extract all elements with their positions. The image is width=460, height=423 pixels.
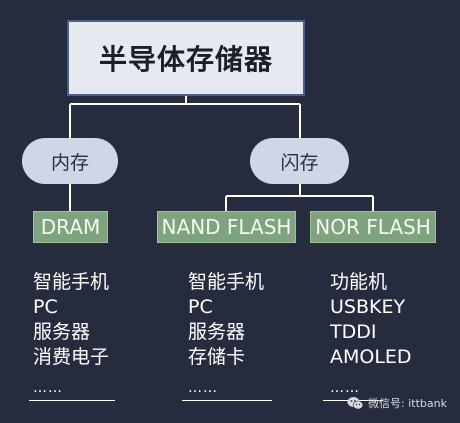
- list-item: AMOLED: [330, 346, 412, 368]
- list-item: USBKEY: [330, 296, 406, 318]
- leaf-label: NOR FLASH: [315, 215, 431, 239]
- branch-node-shancun: 闪存: [250, 138, 349, 184]
- leaf-node-nand-flash: NAND FLASH: [157, 211, 296, 243]
- more-ellipsis: ……: [330, 380, 360, 396]
- root-node: 半导体存储器: [67, 20, 305, 96]
- leaf-label: NAND FLASH: [161, 215, 292, 239]
- wechat-icon: [347, 396, 364, 411]
- branch-node-neicun: 内存: [22, 138, 118, 184]
- watermark: 微信号: ittbank: [347, 395, 447, 411]
- list-item: 智能手机: [188, 271, 265, 293]
- list-underline: [29, 400, 115, 401]
- branch-label: 闪存: [280, 151, 319, 174]
- list-item: 消费电子: [33, 346, 110, 368]
- list-item: 服务器: [188, 321, 246, 343]
- nand-applications-list: 智能手机 PC 服务器 存储卡: [188, 270, 264, 370]
- watermark-text: 微信号: ittbank: [368, 397, 447, 410]
- leaf-node-nor-flash: NOR FLASH: [310, 211, 436, 243]
- list-item: PC: [33, 296, 58, 318]
- dram-applications-list: 智能手机 PC 服务器 消费电子: [33, 270, 109, 370]
- list-underline: [182, 400, 272, 401]
- branch-label: 内存: [50, 151, 89, 174]
- leaf-node-dram: DRAM: [33, 211, 108, 243]
- list-item: 服务器: [33, 321, 91, 343]
- more-ellipsis: ……: [188, 380, 218, 396]
- nor-applications-list: 功能机 USBKEY TDDI AMOLED: [330, 270, 412, 370]
- list-item: PC: [188, 296, 213, 318]
- list-item: 功能机: [330, 271, 388, 293]
- more-ellipsis: ……: [33, 380, 63, 396]
- root-title: 半导体存储器: [98, 43, 273, 76]
- list-item: TDDI: [330, 321, 377, 343]
- list-item: 智能手机: [33, 271, 110, 293]
- leaf-label: DRAM: [40, 215, 101, 239]
- list-item: 存储卡: [188, 346, 246, 368]
